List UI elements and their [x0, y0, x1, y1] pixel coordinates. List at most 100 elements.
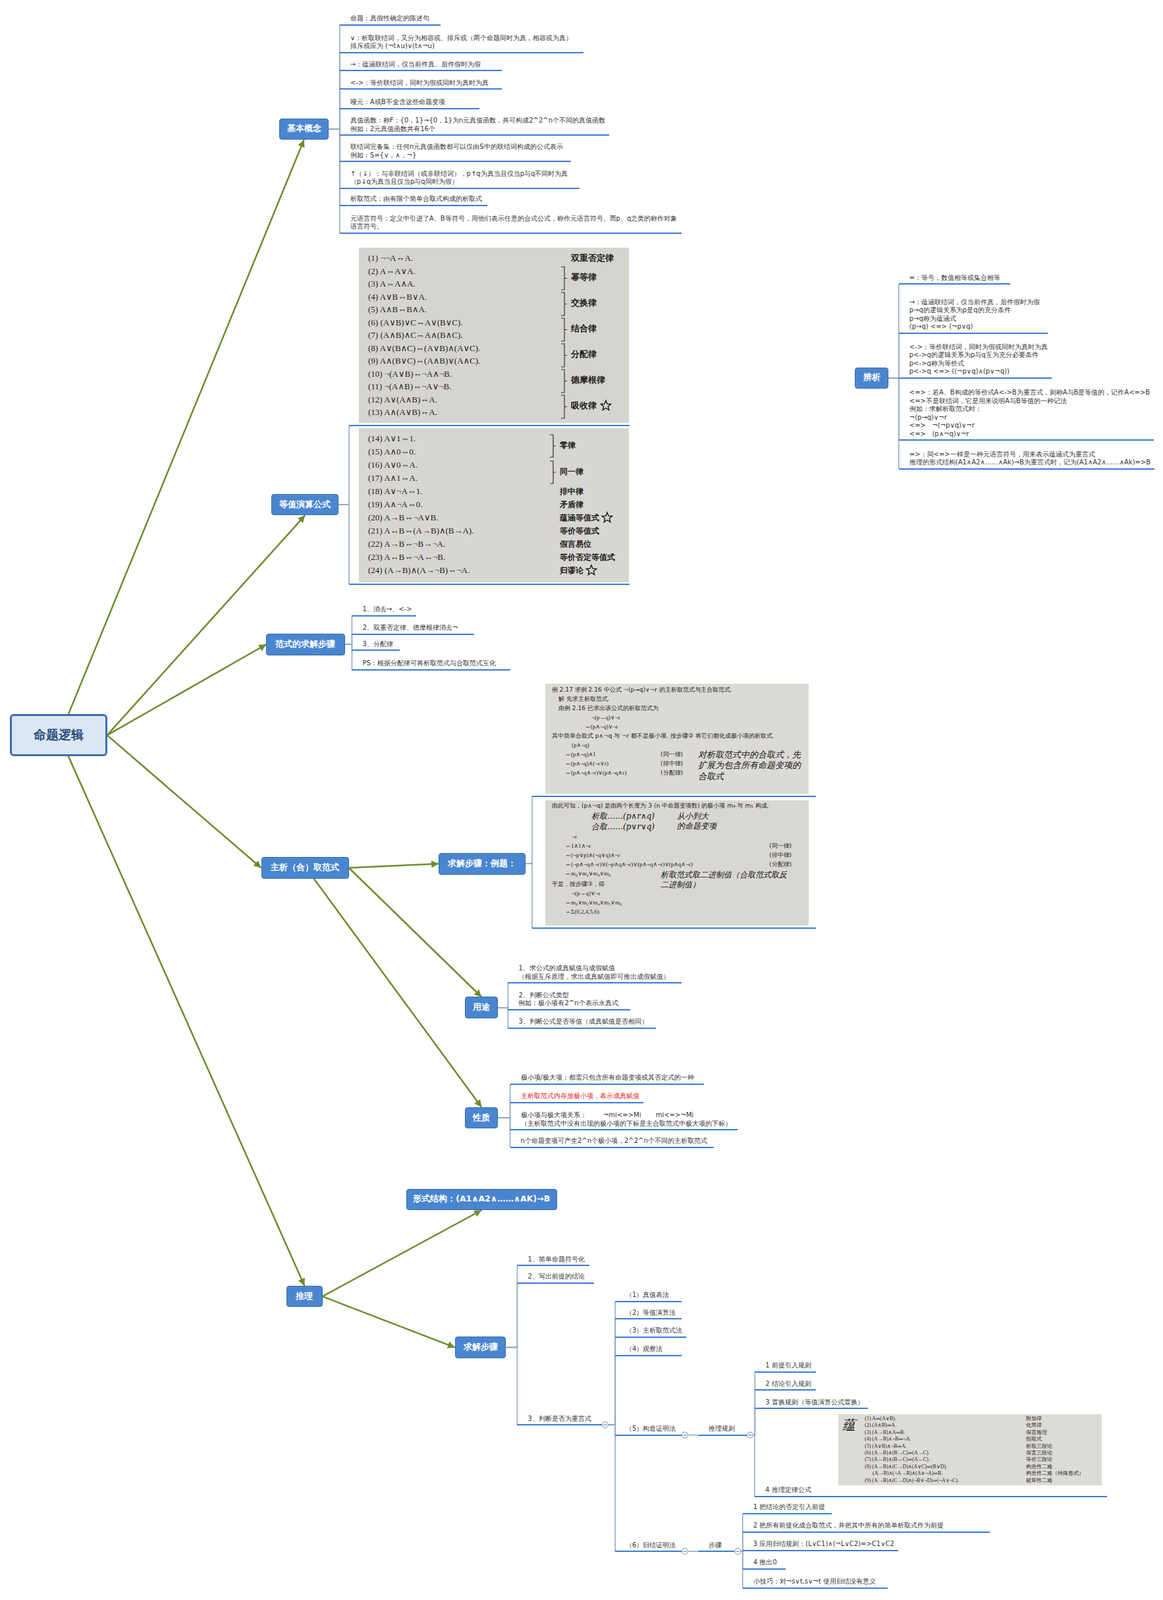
photo-text: 矛盾律 [559, 499, 584, 510]
photo-text: 假言三段论 [1026, 1449, 1053, 1457]
photo-text: (6) (A∨B)∨C⇔A∨(B∨C). [368, 317, 463, 328]
photo-text: (2) (A∧B)⇒A. [864, 1421, 897, 1429]
tree-connector [681, 1550, 699, 1552]
photo-text: (p∧¬q) [571, 741, 590, 749]
photo-text: 对析取范式中的合取式，先扩展为包含所有命题变项的合取式 [698, 749, 804, 782]
leaf-topic: （6）归结证明法 [615, 1540, 682, 1553]
photo-text: 零律 [559, 440, 576, 451]
topic-text: 辨析 [863, 372, 881, 384]
tree-connector [746, 1407, 755, 1435]
topic-text: 范式的求解步骤 [275, 638, 336, 650]
topic-text: p→q称为蕴涵式 [909, 314, 1044, 324]
topic-text: 极小项/极大项：都需只包含所有命题变项或其否定式的一种 [520, 1073, 701, 1082]
topic-text: 用途 [472, 1001, 490, 1013]
photo-text: ⇔1∧1∧¬r [565, 842, 591, 850]
topic-text: =>：同<=>一样是一种元语言符号，用来表示蕴涵式为重言式 [909, 450, 1151, 460]
branch-arrow [349, 867, 482, 998]
leaf-topic: <->：等价联结词，同时为假或同时为真时为真 [339, 78, 502, 91]
photo-text: ⇔(p∧¬q∧¬r)∨(p∧¬q∧r) [565, 769, 627, 777]
leaf-topic: 2 结论引入规则 [754, 1379, 816, 1391]
photo-text: 等价否定等值式 [559, 552, 616, 563]
tree-connector [328, 129, 340, 136]
topic-text: ↑（↓）：与非联结词（或非联结词），p↑q为真当且仅当p与q不同时为真 [350, 169, 576, 179]
branch-topic: 求解步骤 [455, 1336, 506, 1358]
leaf-topic: 析取范式：由有限个简单合取式构成的析取式 [339, 194, 488, 207]
tree-connector [328, 88, 340, 130]
tree-connector [345, 644, 353, 670]
topic-text: PS：根据分配律可将析取范式与合取范式互化 [362, 659, 506, 668]
photo-text: (同一律) [769, 842, 792, 850]
branch-arrow [68, 756, 305, 1286]
collapse-toggle [601, 1421, 608, 1428]
topic-text: (p→q) <=> (¬p∨q) [909, 322, 1044, 332]
tree-connector [328, 25, 340, 130]
tree-connector [345, 615, 353, 645]
topic-text: （p↓q为真当且仅当p与q同时为假） [350, 177, 576, 187]
leaf-topic: =>：同<=>一样是一种元语言符号，用来表示蕴涵式为重言式推理的形式结构(A1∧… [898, 449, 1155, 470]
photo-text: 等价等值式 [559, 526, 600, 537]
topic-text: 排斥或应为 (¬t∧u)∨(t∧¬u) [350, 42, 580, 51]
branch-arrow [107, 514, 306, 735]
tree-connector [345, 644, 353, 650]
photo-text: 拒取式 [1026, 1435, 1042, 1443]
image-topic: (14) A∨1⇔1.(15) A∧0⇔0.(16) A∨0⇔A.(17) A∧… [349, 428, 630, 585]
photo-text: (5) (A∨B)∧¬B⇒A. [864, 1442, 907, 1450]
leaf-topic: 极小项/极大项：都需只包含所有命题变项或其否定式的一种 [510, 1072, 704, 1085]
tree-connector [338, 504, 350, 585]
photo-text: (6) (A→B)∧(B→C)⇒(A→C). [864, 1449, 930, 1457]
topic-text: =：等号，数值相等或集合相等 [909, 273, 1007, 283]
topic-text: 推理规则 [708, 1424, 743, 1434]
topic-text: 3、判断公式是否等值（成真赋值是否相同） [518, 1017, 652, 1027]
topic-text: 小技巧：对¬s∨t,s∨¬t 使用归结没有意义 [753, 1577, 884, 1586]
photo-text: 交换律 [570, 297, 597, 309]
photo-text: 例 2.17 求例 2.16 中公式 ¬(p→q)∨¬r 的主析取范式与主合取范… [551, 686, 732, 694]
photo-text: 归谬论 [559, 565, 584, 576]
topic-text: 极小项与极大项关系： ¬mi<=>Mi mi<=>¬Mi [520, 1110, 734, 1120]
topic-text: 元语言符号：定义中引进了A、B等符号，用他们表示任意的合式公式，称作元语言符号。… [350, 214, 678, 224]
photo-text: (18) A∨¬A⇔1. [368, 486, 423, 497]
topic-text: 4 推出0 [753, 1558, 782, 1567]
tree-connector [525, 863, 533, 928]
star-mark [600, 400, 611, 410]
topic-text: 2、写出前提的结论 [527, 1272, 590, 1281]
branch-arrow [322, 1296, 456, 1347]
photo-text: 假言推理 [1026, 1429, 1048, 1436]
collapse-minus [682, 1434, 687, 1435]
photo-text: (15) A∧0⇔0. [368, 446, 416, 458]
leaf-topic: 1、简单命题符号化 [516, 1254, 590, 1267]
branch-topic: 辨析 [854, 367, 889, 390]
topic-text: <->：等价联结词，同时为假或同时为真时为真 [909, 343, 1048, 352]
collapse-minus [736, 1550, 740, 1552]
tree-connector [328, 52, 340, 130]
topic-text: p<->q的逻辑关系为p与q互为充分必要条件 [909, 351, 1048, 360]
photo-text: ⇔m₀∨m₂∨m₄∨m₆ [565, 869, 611, 878]
tree-connector [888, 283, 899, 379]
branch-arrow [322, 1209, 483, 1297]
photo-text: (10) ¬(A∨B)⇔¬A∧¬B. [368, 368, 452, 380]
topic-text: 3、判断是否为重言式 [527, 1414, 598, 1424]
tree-connector [497, 1007, 509, 1028]
tree-connector [746, 1389, 755, 1435]
leaf-topic: 3 应用归结规则：(L∨C1)∧(¬L∨C2)=>C1∨C2 [742, 1539, 899, 1551]
photo-text: (4) A∨B⇔B∨A. [368, 291, 427, 303]
photo-text: 其中简单合取式 p∧¬q 与 ¬r 都不是极小项. 按步骤② 将它们都化成极小项… [551, 732, 775, 740]
photo-text: (A→B)∧(¬A→B)∧(A∨¬A)⇒B. [872, 1469, 943, 1477]
leaf-topic: =：等号，数值相等或集合相等 [898, 273, 1011, 286]
tree-connector [505, 1282, 517, 1348]
photo-text: 从小到大 的命题变项 [676, 811, 718, 832]
branch-topic: 范式的求解步骤 [266, 633, 345, 656]
collapse-minus [748, 1434, 752, 1435]
photo-text: (23) A↔B⇔¬A↔¬B. [368, 551, 446, 563]
topic-text: 析取范式：由有限个简单合取式构成的析取式 [350, 194, 485, 204]
photo-text: 分配律 [570, 349, 597, 360]
leaf-topic: 1 前提引入规则 [754, 1360, 816, 1373]
branch-topic: 等值演算公式 [271, 493, 339, 516]
topic-text: 基本概念 [287, 123, 322, 135]
topic-text: 性质 [472, 1112, 490, 1124]
photo-text: (5) A∧B⇔B∧A. [368, 304, 427, 315]
collapse-minus [682, 1550, 687, 1552]
photo-text: (17) A∧1⇔A. [368, 472, 418, 484]
photo-text: 合取……(p∨r∨q) [591, 821, 655, 832]
